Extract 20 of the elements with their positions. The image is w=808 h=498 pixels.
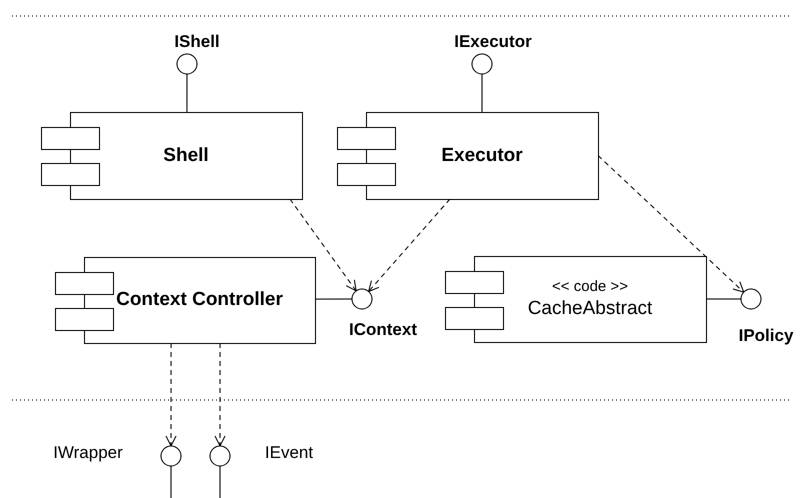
dependency-arrow (166, 342, 177, 446)
stereotype-label: << code >> (552, 278, 628, 296)
dependency-arrow (598, 155, 744, 293)
connector-line (170, 466, 172, 498)
component-name: Context Controller (116, 288, 283, 312)
interface-label: IPolicy (738, 326, 794, 346)
interface-label: IEvent (264, 443, 314, 463)
dependency-arrow (289, 198, 357, 292)
connector-line (186, 74, 188, 112)
component-name: Shell (163, 144, 209, 168)
interface-label: IContext (348, 320, 418, 340)
component-name: Executor (441, 144, 523, 168)
dependency-arrow (214, 342, 226, 446)
connector-line (706, 298, 742, 300)
connector-line (314, 298, 352, 300)
dependency-arrow (368, 198, 450, 292)
interface-label: IExecutor (453, 32, 533, 52)
interface-label: IShell (173, 32, 221, 52)
component-name: CacheAbstract (528, 296, 652, 320)
interface-label: IWrapper (52, 443, 124, 463)
